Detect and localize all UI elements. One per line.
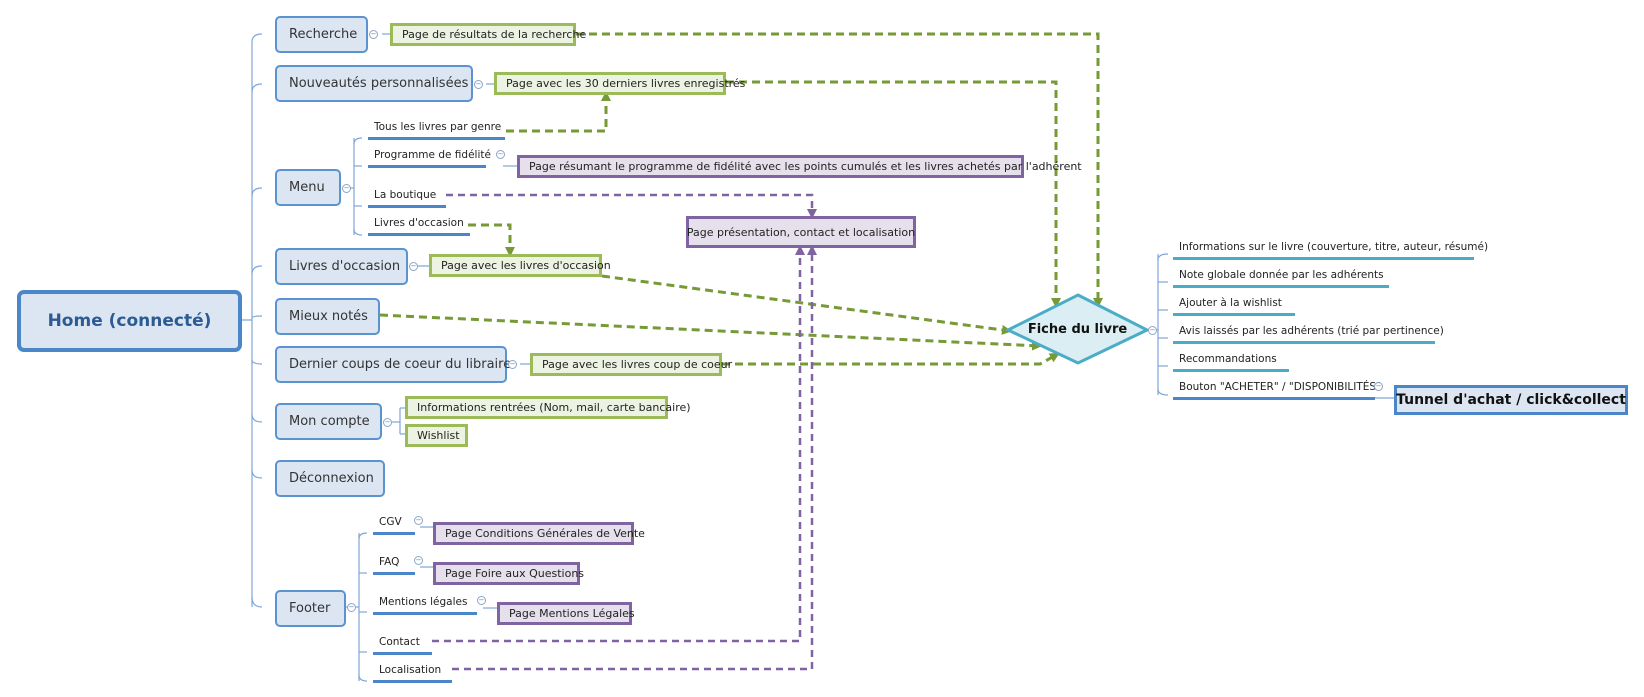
- branch-mieux-notes-label: Mieux notés: [289, 309, 368, 324]
- fiche-item-note-label: Note globale donnée par les adhérents: [1179, 269, 1384, 281]
- footer-item-contact[interactable]: Contact: [373, 636, 432, 655]
- fiche-item-reco-label: Recommandations: [1179, 353, 1277, 365]
- branch-menu[interactable]: Menu: [275, 169, 341, 206]
- page-presentation[interactable]: Page présentation, contact et localisati…: [686, 216, 916, 248]
- footer-item-contact-label: Contact: [379, 636, 420, 648]
- menu-item-occasion[interactable]: Livres d'occasion: [368, 217, 470, 236]
- fiche-item-wishlist[interactable]: Ajouter à la wishlist: [1173, 297, 1295, 316]
- fiche-item-note[interactable]: Note globale donnée par les adhérents: [1173, 269, 1389, 288]
- tunnel-achat-label: Tunnel d'achat / click&collect: [1396, 392, 1626, 408]
- fiche-item-infos[interactable]: Informations sur le livre (couverture, t…: [1173, 241, 1488, 260]
- branch-deconnexion-label: Déconnexion: [289, 471, 374, 486]
- collapse-toggle-icon[interactable]: −: [474, 80, 483, 89]
- collapse-toggle-icon[interactable]: −: [409, 262, 418, 271]
- branch-footer-label: Footer: [289, 601, 331, 616]
- page-mentions-label: Page Mentions Légales: [509, 607, 635, 620]
- fiche-item-wishlist-label: Ajouter à la wishlist: [1179, 297, 1282, 309]
- menu-item-fidelite[interactable]: Programme de fidélité: [368, 149, 491, 168]
- page-mentions-legales[interactable]: Page Mentions Légales: [497, 602, 635, 625]
- menu-item-genre[interactable]: Tous les livres par genre: [368, 121, 505, 140]
- menu-item-boutique[interactable]: La boutique: [368, 189, 446, 208]
- page-resultats-recherche[interactable]: Page de résultats de la recherche: [390, 23, 586, 46]
- fiche-item-bouton-acheter[interactable]: Bouton "ACHETER" / "DISPONIBILITÉS": [1173, 381, 1381, 400]
- fiche-du-livre-node[interactable]: Fiche du livre: [1008, 295, 1147, 363]
- root-home-label: Home (connecté): [47, 311, 212, 331]
- collapse-toggle-icon[interactable]: −: [1148, 326, 1157, 335]
- footer-item-faq-label: FAQ: [379, 556, 400, 568]
- menu-item-fidelite-label: Programme de fidélité: [374, 149, 491, 161]
- fiche-du-livre-label: Fiche du livre: [1027, 321, 1128, 337]
- collapse-toggle-icon[interactable]: −: [342, 184, 351, 193]
- fiche-item-infos-label: Informations sur le livre (couverture, t…: [1179, 241, 1489, 253]
- branch-nouveautes-label: Nouveautés personnalisées: [289, 76, 469, 91]
- tree-connectors: [232, 33, 1394, 682]
- page-coup-coeur-label: Page avec les livres coup de coeur: [542, 358, 733, 371]
- page-cgv[interactable]: Page Conditions Générales de Vente: [433, 522, 645, 545]
- footer-item-localisation-label: Localisation: [379, 664, 442, 676]
- footer-item-mentions[interactable]: Mentions légales: [373, 596, 477, 615]
- fiche-item-avis-label: Avis laissés par les adhérents (trié par…: [1179, 325, 1444, 337]
- page-presentation-label: Page présentation, contact et localisati…: [686, 225, 916, 239]
- collapse-toggle-icon[interactable]: −: [496, 150, 505, 159]
- page-wishlist-label: Wishlist: [417, 429, 460, 442]
- page-coup-de-coeur[interactable]: Page avec les livres coup de coeur: [530, 353, 732, 376]
- page-faq[interactable]: Page Foire aux Questions: [433, 562, 584, 585]
- page-cgv-label: Page Conditions Générales de Vente: [445, 527, 645, 540]
- collapse-toggle-icon[interactable]: −: [477, 596, 486, 605]
- collapse-toggle-icon[interactable]: −: [508, 360, 517, 369]
- page-fidelite[interactable]: Page résumant le programme de fidélité a…: [517, 155, 1082, 178]
- branch-menu-label: Menu: [289, 180, 325, 195]
- collapse-toggle-icon[interactable]: −: [414, 556, 423, 565]
- page-derniers-livres[interactable]: Page avec les 30 derniers livres enregis…: [494, 72, 745, 95]
- fiche-item-bouton-label: Bouton "ACHETER" / "DISPONIBILITÉS": [1179, 381, 1381, 393]
- branch-coups-coeur[interactable]: Dernier coups de coeur du libraire: [275, 346, 511, 383]
- tunnel-achat-node[interactable]: Tunnel d'achat / click&collect: [1394, 385, 1628, 415]
- menu-item-genre-label: Tous les livres par genre: [374, 121, 502, 133]
- fiche-item-avis[interactable]: Avis laissés par les adhérents (trié par…: [1173, 325, 1444, 344]
- menu-item-boutique-label: La boutique: [374, 189, 437, 201]
- branch-mon-compte-label: Mon compte: [289, 414, 370, 429]
- page-wishlist[interactable]: Wishlist: [405, 424, 468, 447]
- menu-item-occasion-label: Livres d'occasion: [374, 217, 464, 229]
- branch-footer[interactable]: Footer: [275, 590, 346, 627]
- footer-item-faq[interactable]: FAQ: [373, 556, 415, 575]
- branch-nouveautes[interactable]: Nouveautés personnalisées: [275, 65, 473, 102]
- branch-livres-occasion[interactable]: Livres d'occasion: [275, 248, 408, 285]
- collapse-toggle-icon[interactable]: −: [414, 516, 423, 525]
- fiche-item-reco[interactable]: Recommandations: [1173, 353, 1289, 372]
- page-fidelite-label: Page résumant le programme de fidélité a…: [529, 160, 1082, 173]
- green-arrows: [379, 32, 1103, 366]
- footer-item-mentions-label: Mentions légales: [379, 596, 468, 608]
- branch-recherche-label: Recherche: [289, 27, 358, 42]
- branch-mon-compte[interactable]: Mon compte: [275, 403, 382, 440]
- page-resultats-label: Page de résultats de la recherche: [402, 28, 587, 41]
- fiche-diamond-shape: [1004, 293, 1151, 365]
- branch-recherche[interactable]: Recherche: [275, 16, 368, 53]
- page-derniers-label: Page avec les 30 derniers livres enregis…: [506, 77, 746, 90]
- branch-livres-occasion-label: Livres d'occasion: [289, 259, 401, 274]
- page-occasion-label: Page avec les livres d'occasion: [441, 259, 611, 272]
- root-home-node[interactable]: Home (connecté): [17, 290, 242, 352]
- page-infos-compte-label: Informations rentrées (Nom, mail, carte …: [417, 401, 691, 414]
- footer-item-cgv[interactable]: CGV: [373, 516, 415, 535]
- footer-item-cgv-label: CGV: [379, 516, 402, 528]
- collapse-toggle-icon[interactable]: −: [347, 603, 356, 612]
- purple-arrows: [432, 193, 817, 671]
- branch-deconnexion[interactable]: Déconnexion: [275, 460, 385, 497]
- footer-item-localisation[interactable]: Localisation: [373, 664, 452, 683]
- collapse-toggle-icon[interactable]: −: [369, 30, 378, 39]
- page-livres-occasion[interactable]: Page avec les livres d'occasion: [429, 254, 611, 277]
- page-faq-label: Page Foire aux Questions: [445, 567, 585, 580]
- collapse-toggle-icon[interactable]: −: [1374, 382, 1383, 391]
- branch-mieux-notes[interactable]: Mieux notés: [275, 298, 380, 335]
- branch-coups-coeur-label: Dernier coups de coeur du libraire: [289, 357, 512, 372]
- page-infos-compte[interactable]: Informations rentrées (Nom, mail, carte …: [405, 396, 691, 419]
- collapse-toggle-icon[interactable]: −: [383, 418, 392, 427]
